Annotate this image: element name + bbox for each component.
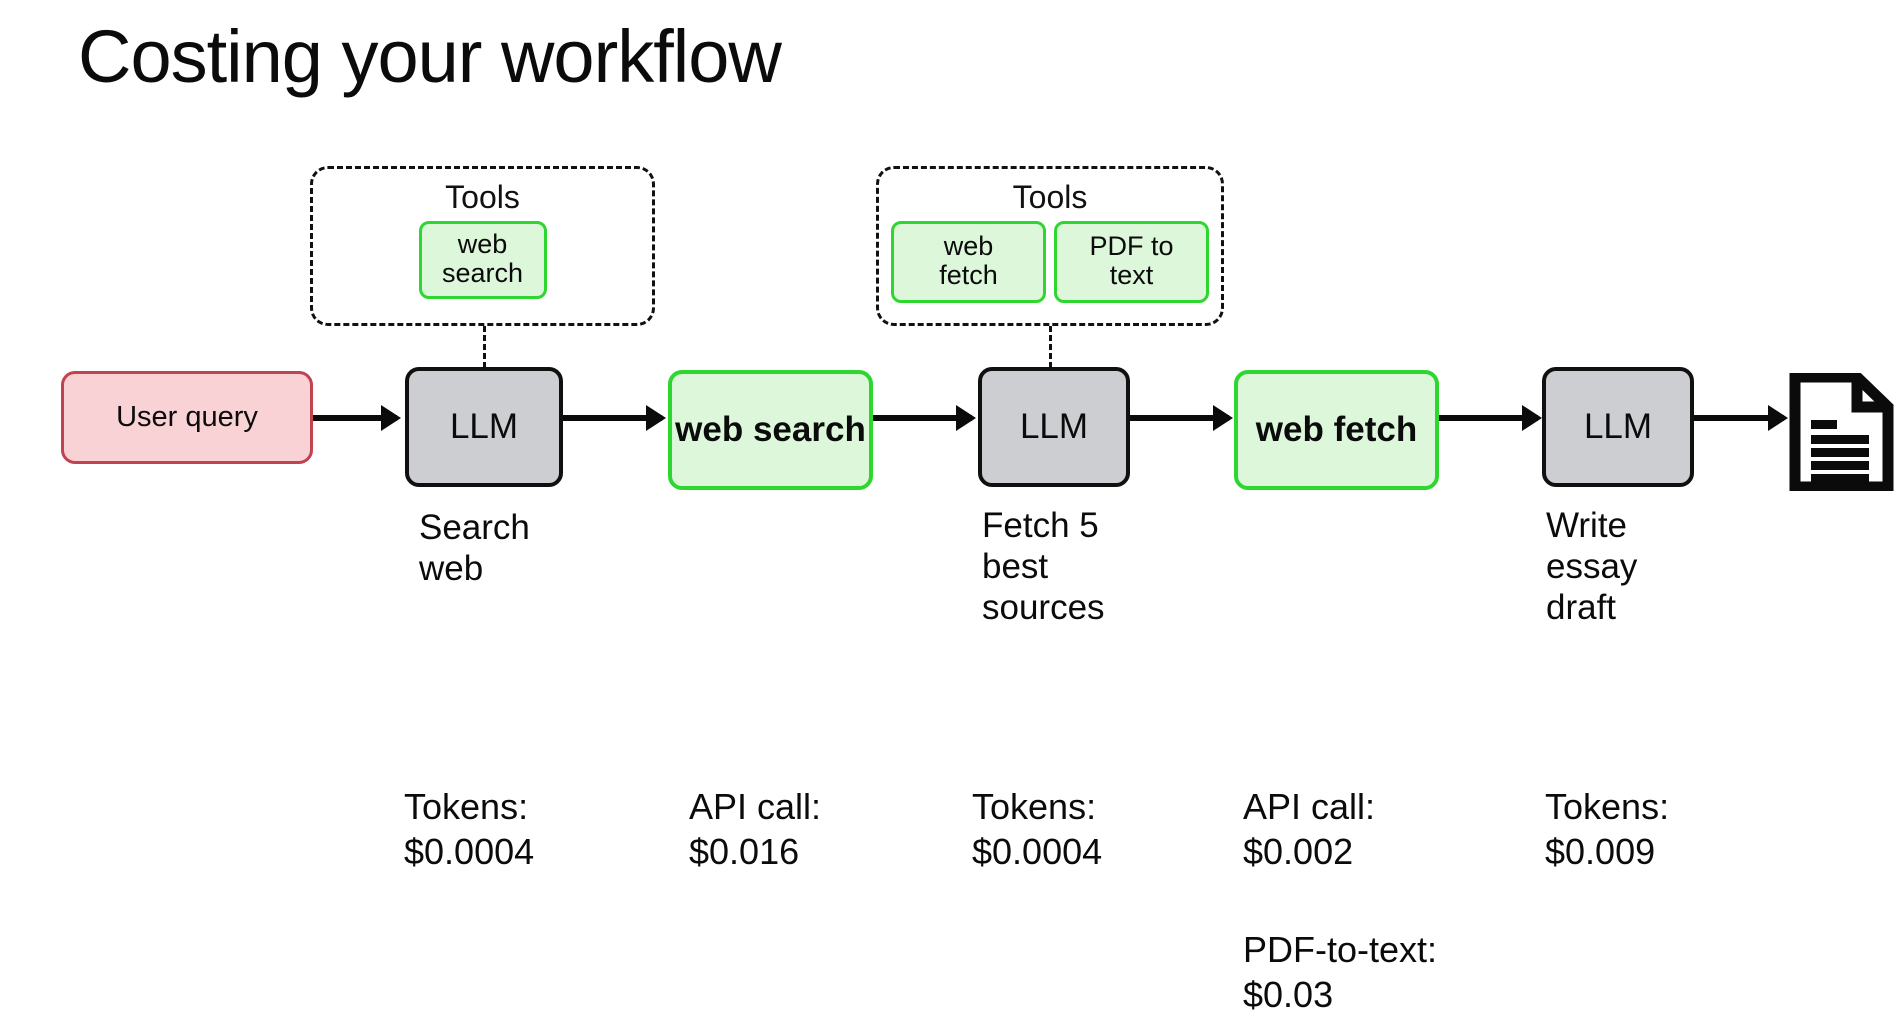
cost-llm-2: Tokens: $0.0004	[972, 787, 1102, 871]
arrow-web-fetch-to-llm-3	[1439, 415, 1538, 421]
caption-llm-1-line2: web	[419, 548, 484, 588]
flow-node-llm-2-label: LLM	[1019, 406, 1089, 446]
flow-node-web-search-line1: web	[675, 409, 744, 449]
arrow-llm-3-to-output-document	[1694, 415, 1784, 421]
tool-node-web-search[interactable]: web search	[418, 221, 547, 299]
arrow-llm-2-to-web-fetch	[1130, 415, 1229, 421]
cost-web-search-label: API call:	[689, 786, 822, 827]
arrow-user-query-to-llm-1	[313, 415, 397, 421]
tools-group-1-row: web search	[411, 221, 555, 307]
cost-llm-3-label: Tokens:	[1545, 786, 1670, 827]
cost-web-fetch-amount: $0.002	[1243, 830, 1354, 872]
cost-web-fetch: API call: $0.002	[1243, 787, 1375, 871]
cost-pdf-to-text: PDF-to-text: $0.03	[1243, 930, 1437, 1014]
flow-node-web-fetch[interactable]: web fetch	[1234, 370, 1439, 490]
flow-node-llm-2[interactable]: LLM	[978, 367, 1130, 487]
caption-llm-1-line1: Search	[419, 508, 530, 547]
cost-llm-1-label: Tokens:	[404, 786, 529, 827]
flow-node-user-query-label: User query	[116, 400, 258, 433]
caption-llm-3-line2: essay	[1546, 546, 1638, 586]
tool-node-web-search-line2: search	[441, 258, 524, 288]
caption-llm-3-line1: Write	[1546, 506, 1628, 545]
output-document-icon	[1789, 371, 1894, 493]
cost-pdf-to-text-label: PDF-to-text:	[1243, 929, 1438, 970]
tools-group-2-connector	[1049, 326, 1052, 368]
tool-node-pdf-to-text-line2: text	[1109, 260, 1154, 290]
flow-node-web-search[interactable]: web search	[668, 370, 873, 490]
tools-group-2-label: Tools	[1012, 179, 1088, 215]
caption-llm-3-line3: draft	[1546, 587, 1617, 627]
caption-llm-2-line3: sources	[982, 587, 1105, 627]
flow-node-web-fetch-line2: fetch	[1333, 409, 1418, 449]
cost-llm-3-amount: $0.009	[1545, 830, 1656, 872]
caption-llm-3: Write essay draft	[1546, 506, 1766, 629]
cost-llm-1: Tokens: $0.0004	[404, 787, 534, 871]
tool-node-pdf-to-text[interactable]: PDF to text	[1054, 221, 1209, 303]
page-title: Costing your workflow	[78, 15, 782, 98]
flow-node-llm-1[interactable]: LLM	[405, 367, 563, 487]
flow-node-llm-3[interactable]: LLM	[1542, 367, 1694, 487]
tools-group-2-row: web fetch PDF to text	[883, 221, 1217, 311]
tool-node-web-fetch-line1: web	[943, 230, 994, 261]
cost-web-fetch-label: API call:	[1243, 786, 1376, 827]
tool-node-pdf-to-text-line1: PDF to	[1089, 230, 1174, 261]
flow-node-web-search-line2: search	[752, 409, 866, 449]
cost-pdf-to-text-amount: $0.03	[1243, 973, 1334, 1015]
flow-node-llm-3-label: LLM	[1583, 406, 1653, 446]
tools-group-1-connector	[483, 326, 486, 368]
caption-llm-2: Fetch 5 best sources	[982, 506, 1202, 629]
cost-llm-2-label: Tokens:	[972, 786, 1097, 827]
caption-llm-1: Search web	[419, 508, 619, 590]
cost-llm-3: Tokens: $0.009	[1545, 787, 1669, 871]
caption-llm-2-line2: best	[982, 546, 1049, 586]
tool-node-web-search-line1: web	[457, 228, 508, 259]
flow-node-user-query[interactable]: User query	[61, 371, 313, 464]
flow-node-web-fetch-line1: web	[1255, 409, 1324, 449]
cost-web-search: API call: $0.016	[689, 787, 821, 871]
tools-group-1: Tools web search	[310, 166, 655, 326]
tool-node-web-fetch-line2: fetch	[939, 260, 998, 290]
arrow-web-search-to-llm-2	[873, 415, 972, 421]
caption-llm-2-line1: Fetch 5	[982, 506, 1099, 545]
arrow-llm-1-to-web-search	[563, 415, 662, 421]
cost-llm-1-amount: $0.0004	[404, 830, 535, 872]
cost-web-search-amount: $0.016	[689, 830, 800, 872]
flow-node-llm-1-label: LLM	[449, 406, 519, 446]
tools-group-2: Tools web fetch PDF to text	[876, 166, 1224, 326]
tools-group-1-label: Tools	[445, 179, 520, 215]
cost-llm-2-amount: $0.0004	[972, 830, 1103, 872]
tool-node-web-fetch[interactable]: web fetch	[891, 221, 1046, 303]
